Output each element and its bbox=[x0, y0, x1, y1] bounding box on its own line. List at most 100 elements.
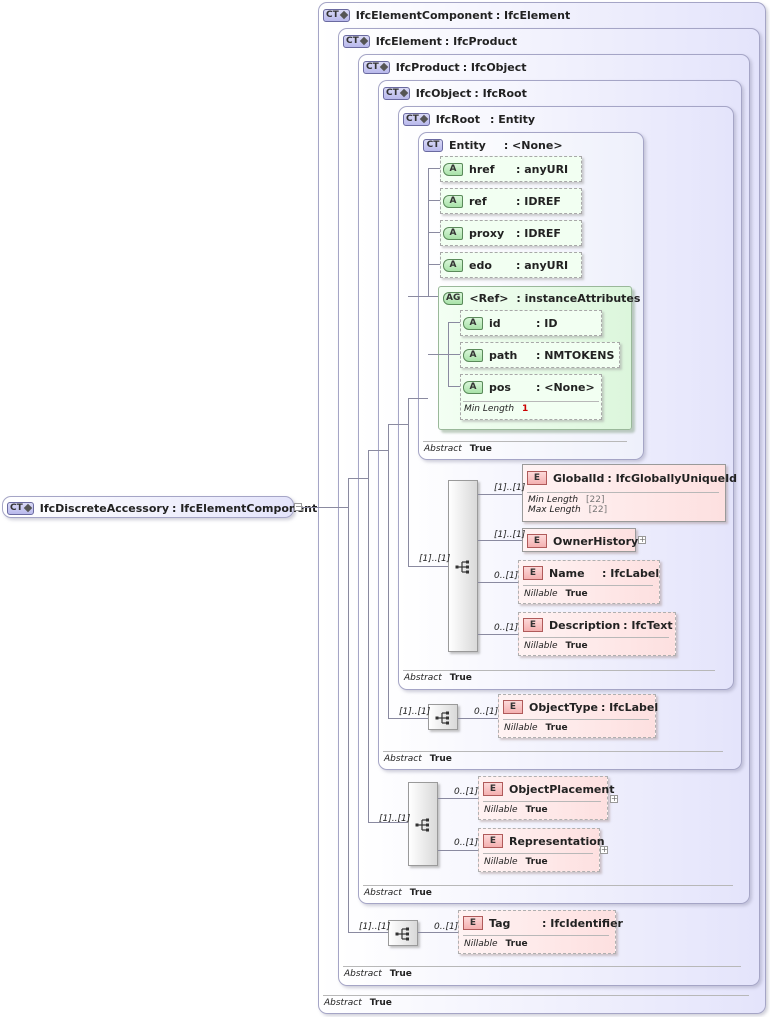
facet-key: Nillable bbox=[484, 805, 518, 815]
type-base: : Entity bbox=[490, 112, 536, 126]
element-name: Tag bbox=[489, 916, 511, 930]
connector bbox=[478, 582, 518, 583]
sequence-multiplicity: [1]..[1] bbox=[359, 922, 391, 932]
connector bbox=[368, 822, 408, 823]
attribute-id[interactable]: A id : ID bbox=[460, 310, 602, 336]
element-name: ObjectType bbox=[529, 700, 598, 714]
attribute-icon: A bbox=[463, 348, 483, 362]
attribute-href[interactable]: A href : anyURI bbox=[440, 156, 582, 182]
facet-value: True bbox=[525, 805, 548, 815]
attribute-name: edo bbox=[469, 258, 492, 272]
facet-key: Nillable bbox=[484, 857, 518, 867]
element-type: : IfcIdentifier bbox=[542, 916, 623, 930]
attribute-type: : anyURI bbox=[516, 258, 569, 272]
element-icon: E bbox=[523, 566, 543, 580]
element-icon: E bbox=[503, 700, 523, 714]
type-name: IfcElementComponent bbox=[355, 8, 493, 22]
facet-value: True bbox=[525, 857, 548, 867]
type-base: : IfcProduct bbox=[444, 34, 518, 48]
type-base: : IfcRoot bbox=[474, 86, 527, 100]
type-base: : IfcElementComponent bbox=[171, 501, 318, 515]
connector bbox=[302, 507, 348, 508]
connector bbox=[348, 478, 349, 932]
attribute-name: pos bbox=[489, 380, 511, 394]
facet-value: True bbox=[429, 754, 452, 764]
collapse-icon[interactable]: − bbox=[294, 502, 302, 511]
sequence-multiplicity: [1]..[1] bbox=[399, 707, 431, 717]
connector bbox=[448, 322, 460, 323]
type-name: Entity bbox=[449, 138, 486, 152]
connector bbox=[408, 566, 448, 567]
sequence-multiplicity: [1]..[1] bbox=[419, 554, 451, 564]
attribute-ref[interactable]: A ref : IDREF bbox=[440, 188, 582, 214]
attribute-icon: A bbox=[443, 258, 463, 272]
attribute-type: : anyURI bbox=[516, 162, 569, 176]
facet-key: Nillable bbox=[524, 589, 558, 599]
sequence-compositor-icon bbox=[415, 818, 429, 832]
element-name: ObjectPlacement bbox=[509, 782, 615, 796]
attribute-name: proxy bbox=[469, 226, 505, 240]
connector bbox=[418, 932, 458, 933]
attribute-icon: A bbox=[443, 162, 463, 176]
facet-value: True bbox=[545, 723, 568, 733]
type-name: IfcObject bbox=[415, 86, 472, 100]
complex-type-icon: CT bbox=[323, 8, 350, 22]
complex-type-icon: CT bbox=[343, 34, 370, 48]
element-globalid[interactable]: E GlobalId : IfcGloballyUniqueId Min Len… bbox=[522, 464, 737, 522]
attribute-type: : ID bbox=[536, 316, 558, 330]
attribute-path[interactable]: A path : NMTOKENS bbox=[460, 342, 620, 368]
element-ownerhistory[interactable]: E OwnerHistory bbox=[522, 528, 638, 552]
connector bbox=[478, 634, 518, 635]
element-name: Description bbox=[549, 618, 621, 632]
attribute-icon: A bbox=[463, 380, 483, 394]
type-base: : <None> bbox=[503, 138, 563, 152]
sequence-compositor-ifcobject[interactable] bbox=[428, 704, 458, 730]
facet-key: Max Length bbox=[528, 505, 581, 515]
sequence-compositor-icon bbox=[395, 927, 409, 941]
connector bbox=[408, 398, 428, 399]
element-icon: E bbox=[527, 534, 547, 548]
facet-value: True bbox=[389, 969, 412, 979]
attribute-type: : NMTOKENS bbox=[536, 348, 615, 362]
connector bbox=[408, 398, 409, 566]
connector bbox=[438, 850, 478, 851]
expand-icon[interactable]: + bbox=[600, 845, 608, 854]
expand-icon[interactable]: + bbox=[638, 535, 646, 544]
connector bbox=[368, 450, 369, 822]
connector bbox=[368, 450, 388, 451]
connector bbox=[348, 932, 388, 933]
root-type-ifcdiscreteaccessory[interactable]: CT IfcDiscreteAccessory : IfcElementComp… bbox=[2, 496, 317, 518]
element-type: : IfcLabel bbox=[602, 566, 660, 580]
element-multiplicity: 0..[1] bbox=[454, 838, 479, 848]
connector bbox=[478, 540, 522, 541]
attribute-icon: A bbox=[443, 226, 463, 240]
connector bbox=[388, 424, 389, 718]
facet-key: Abstract bbox=[344, 969, 382, 979]
sequence-compositor-ifcroot[interactable] bbox=[448, 480, 478, 652]
element-icon: E bbox=[527, 471, 547, 485]
connector bbox=[428, 232, 440, 233]
sequence-compositor-ifcproduct[interactable] bbox=[408, 782, 438, 866]
attribute-proxy[interactable]: A proxy : IDREF bbox=[440, 220, 582, 246]
attribute-edo[interactable]: A edo : anyURI bbox=[440, 252, 582, 278]
facet-key: Abstract bbox=[384, 754, 422, 764]
connector bbox=[428, 354, 460, 355]
element-multiplicity: [1]..[1] bbox=[494, 483, 526, 493]
expand-icon[interactable]: + bbox=[610, 794, 618, 803]
connector bbox=[388, 424, 408, 425]
element-name: Representation bbox=[509, 834, 605, 848]
sequence-compositor-ifcelement[interactable] bbox=[388, 920, 418, 946]
facet-value: 1 bbox=[522, 404, 529, 414]
connector bbox=[408, 296, 438, 297]
facet-value: True bbox=[369, 998, 392, 1008]
complex-type-icon: CT bbox=[383, 86, 410, 100]
attribute-name: ref bbox=[469, 194, 487, 208]
complex-type-icon: CT bbox=[403, 112, 430, 126]
